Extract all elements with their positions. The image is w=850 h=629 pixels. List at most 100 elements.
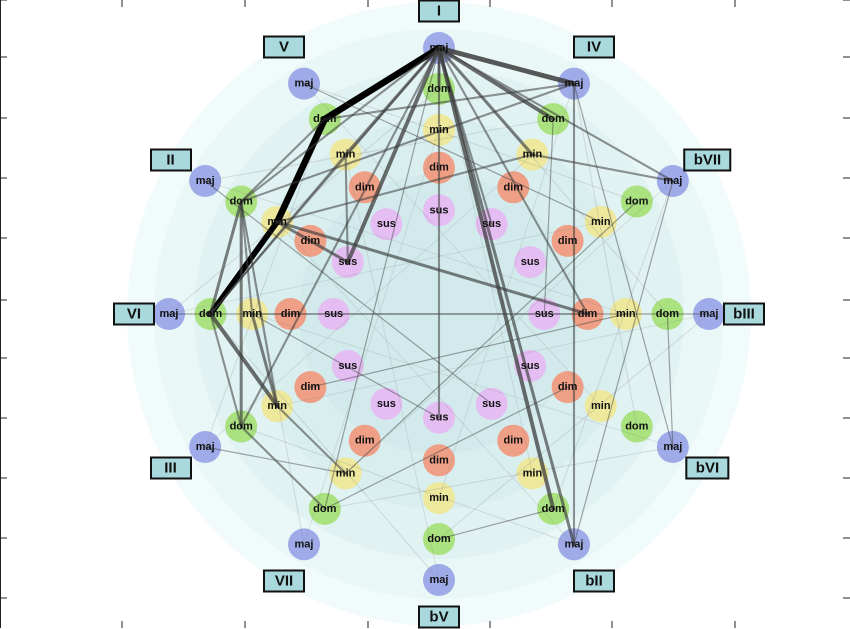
chord-node-label: dim [301,381,321,393]
edge-III-maj-to-VII-min [204,446,347,475]
chord-node-labels: maj dom min dim sus maj dom min dim sus maj dom min d… [160,42,719,586]
faint-edge [210,313,440,581]
scale-degree-label-V: V [263,35,305,59]
chord-node-III-dim[interactable] [294,371,327,404]
chord-node-VI-sus[interactable] [317,298,350,330]
edge-II-maj-to-bII-sus [204,180,493,405]
chord-node-V-sus[interactable] [370,208,403,241]
edge-II-min-to-VI-dom [207,219,281,317]
faint-edge [205,118,554,182]
chord-node-VI-dim[interactable] [274,298,307,330]
chord-node-label: maj [196,441,215,453]
chord-node-label: min [523,149,543,161]
chord-node-bVII-sus[interactable] [514,246,547,279]
chord-node-label: sus [377,218,396,230]
edge-VI-dom-to-III-dom [209,312,243,428]
chord-node-label: maj [565,78,584,90]
chord-node-label: dim [281,308,301,320]
edge-V-min-to-II-sus [344,153,349,264]
chord-node-bVII-min[interactable] [584,205,617,238]
chord-node-label: sus [521,360,540,372]
chord-node-label: min [242,308,262,320]
edge-bV-dom-to-bII-dom [438,508,554,540]
chord-node-VII-dim[interactable] [348,424,381,457]
chord-node-label: dim [429,162,449,174]
chord-node-label: sus [482,398,501,410]
chord-node-label: maj [663,441,682,453]
chord-node-label: sus [377,398,396,410]
chord-node-label: min [267,400,287,412]
chord-node-label: min [336,149,356,161]
edge-I-maj-to-IV-maj [436,45,577,87]
chord-node-label: maj [565,538,584,550]
chord-node-bVI-dom[interactable] [620,410,653,443]
chord-node-bV-min[interactable] [423,482,455,515]
scale-degree-label-II: II [149,148,192,172]
chord-node-bII-dim[interactable] [497,424,530,457]
chord-node-label: dom [313,113,336,125]
transition-edges [168,44,710,581]
chord-node-bV-dom[interactable] [423,523,455,556]
chord-node-bVI-dim[interactable] [551,371,584,404]
chord-node-III-maj[interactable] [189,431,222,463]
chord-node-II-maj[interactable] [189,165,222,197]
chord-node-bV-dim[interactable] [423,444,455,477]
edge-bVII-maj-to-bII-maj [573,180,674,545]
chord-node-bIII-dom[interactable] [651,298,684,330]
faint-edge [277,313,710,407]
chord-node-label: dom [656,308,679,320]
chord-node-VII-maj[interactable] [288,528,320,561]
faint-edge [241,426,575,545]
chord-node-bIII-maj[interactable] [693,298,725,330]
faint-edge [573,83,638,427]
edge-V-dom-to-II-dom [240,118,326,203]
faint-edge [303,83,602,407]
chord-node-label: dim [558,235,578,247]
faint-edge [345,154,440,581]
chord-node-label: dom [199,308,222,320]
faint-edge [276,221,575,545]
scale-degree-label-bIII: bIII [723,302,765,326]
chord-node-VI-maj[interactable] [153,298,185,330]
chord-node-VII-sus[interactable] [370,387,403,420]
scale-degree-label-III: III [149,456,192,480]
edge-V-maj-to-bVII-min [303,83,602,223]
chord-node-label: dom [625,195,648,207]
chord-node-bII-min[interactable] [516,457,549,490]
edge-VII-dom-to-bVI-dim [324,386,569,510]
chord-node-bVII-dom[interactable] [620,185,653,218]
edge-V-dom-to-II-min [273,115,329,226]
chord-node-V-dim[interactable] [348,171,381,204]
edge-I-maj-to-bIII-dim [437,46,589,316]
chord-node-bVI-maj[interactable] [656,431,689,463]
chord-node-label: sus [430,412,449,424]
scale-degree-label-I: I [418,0,460,23]
chord-node-label: min [429,124,449,136]
edge-I-maj-to-II-dom [240,46,441,203]
chord-node-label: dom [625,421,648,433]
chord-node-label: dom [313,503,336,515]
chord-node-label: min [591,216,611,228]
chord-node-bV-maj[interactable] [423,564,455,596]
chord-node-bVII-dim[interactable] [551,224,584,257]
chord-node-label: maj [430,42,449,54]
faint-edge [204,118,326,448]
chord-node-bVI-min[interactable] [584,390,617,423]
chord-node-label: min [591,400,611,412]
chord-node-III-sus[interactable] [331,349,364,382]
chord-node-label: sus [324,308,343,320]
chord-node-label: maj [196,175,215,187]
chord-node-bIII-min[interactable] [609,298,642,330]
chord-node-label: dim [429,454,449,466]
chord-node-label: dim [301,235,321,247]
chord-node-V-maj[interactable] [288,67,320,100]
chord-node-bII-sus[interactable] [475,387,508,420]
edge-IV-maj-to-II-dom [240,82,576,203]
chord-node-label: maj [663,175,682,187]
scale-degree-label-VI: VI [113,302,155,326]
chord-node-bIII-sus[interactable] [528,298,561,330]
chord-node-label: maj [430,574,449,586]
chord-node-label: sus [338,360,357,372]
chord-node-label: dim [355,181,375,193]
chord-node-label: dim [558,381,578,393]
